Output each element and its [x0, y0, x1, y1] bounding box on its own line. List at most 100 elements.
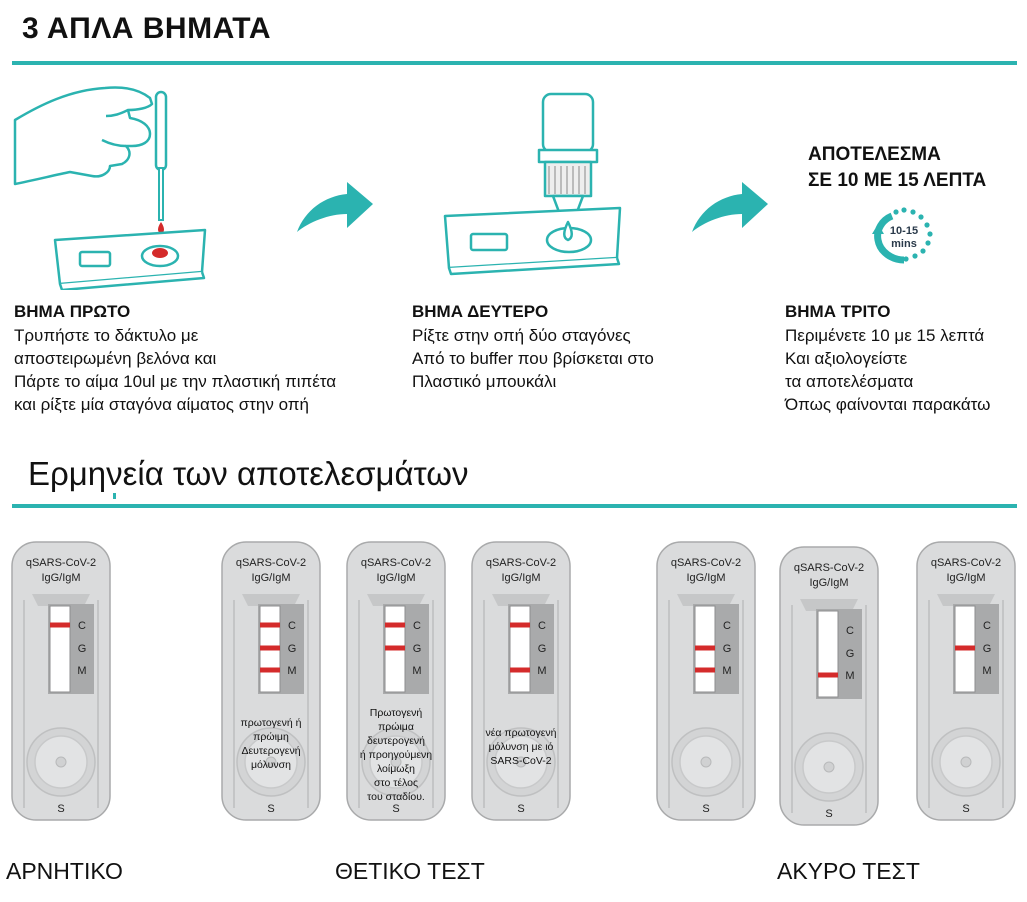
line-label-c: C	[78, 620, 86, 632]
timer-range: 10-15	[890, 225, 918, 237]
interpretation-note: του σταδίου.	[367, 791, 425, 803]
step-1-line: αποστειρωμένη βελόνα και	[14, 349, 217, 368]
line-label-g: G	[288, 643, 297, 655]
category-invalid: ΑΚΥΡΟ ΤΕΣΤ	[777, 858, 920, 884]
line-label-g: G	[413, 643, 422, 655]
interpretation-note: Πρωτογενή	[370, 707, 423, 719]
sample-label: S	[392, 803, 399, 815]
cassette-assay: IgG/IgM	[686, 572, 725, 584]
arrow-right-icon	[692, 182, 768, 232]
line-label-c: C	[413, 620, 421, 632]
interpretation-note: δευτερογενή	[367, 735, 425, 747]
step-1: ΒΗΜΑ ΠΡΩΤΟ Τρυπήστε το δάκτυλο με αποστε…	[14, 302, 336, 416]
interpretation-note: πρώιμη	[253, 731, 289, 743]
result-line-m	[260, 667, 280, 673]
cassette-brand: qSARS-CoV-2	[931, 557, 1001, 569]
step-1-line: και ρίξτε μία σταγόνα αίματος στην οπή	[14, 395, 309, 414]
sample-label: S	[57, 803, 64, 815]
cassette-brand: qSARS-CoV-2	[486, 557, 556, 569]
cassette-brand: qSARS-CoV-2	[26, 557, 96, 569]
step-2-line: Πλαστικό μπουκάλι	[412, 372, 557, 391]
result-line-g	[260, 645, 280, 651]
line-label-g: G	[538, 643, 547, 655]
interpretation-note: στο τέλος	[374, 777, 418, 789]
interpretation-note: νέα πρωτογενή	[485, 727, 556, 739]
result-line-m	[818, 672, 838, 678]
step-1-line: Πάρτε το αίμα 10ul με την πλαστική πιπέτ…	[14, 372, 337, 391]
interpretation-note: Δευτερογενή	[241, 745, 300, 757]
line-label-m: M	[77, 665, 86, 677]
line-label-g: G	[983, 643, 992, 655]
timer-unit: mins	[891, 238, 917, 250]
dropper-bottle-icon	[537, 92, 599, 224]
result-line-g	[385, 645, 405, 651]
timer-icon: 10-15 mins	[872, 207, 933, 264]
result-window	[49, 605, 71, 693]
cassette-brand: qSARS-CoV-2	[671, 557, 741, 569]
result-line-c	[50, 622, 70, 628]
cassette-assay: IgG/IgM	[41, 572, 80, 584]
step-2-title: ΒΗΜΑ ΔΕΥΤΕΡΟ	[412, 302, 549, 321]
result-line-c	[510, 622, 530, 628]
interpretation-note: μόλυνση με ιό	[489, 741, 554, 753]
cassette-brand: qSARS-CoV-2	[794, 562, 864, 574]
interpretation-note: πρώιμα	[378, 721, 414, 733]
cassette-brand: qSARS-CoV-2	[361, 557, 431, 569]
sample-label: S	[267, 803, 274, 815]
interpretation-note: ή προηγούμενη	[360, 749, 432, 761]
line-label-g: G	[78, 643, 87, 655]
result-line-g	[695, 645, 715, 651]
cassette-assay: IgG/IgM	[501, 572, 540, 584]
pipette-icon	[154, 90, 168, 234]
result-heading-line2: ΣΕ 10 ΜΕ 15 ΛΕΠΤΑ	[808, 170, 987, 191]
line-label-m: M	[412, 665, 421, 677]
cassette-brand: qSARS-CoV-2	[236, 557, 306, 569]
line-label-m: M	[722, 665, 731, 677]
result-line-g	[955, 645, 975, 651]
step-3: ΒΗΜΑ ΤΡΙΤΟ Περιμένετε 10 με 15 λεπτά Και…	[785, 302, 990, 416]
line-label-m: M	[537, 665, 546, 677]
step-2: ΒΗΜΑ ΔΕΥΤΕΡΟ Ρίξτε στην οπή δύο σταγόνες…	[412, 302, 654, 393]
line-label-c: C	[983, 620, 991, 632]
line-label-g: G	[723, 643, 732, 655]
result-line-c	[385, 622, 405, 628]
step-1-line: Τρυπήστε το δάκτυλο με	[14, 326, 199, 345]
step-3-title: ΒΗΜΑ ΤΡΙΤΟ	[785, 302, 891, 321]
result-window	[509, 605, 531, 693]
header-divider	[12, 61, 1017, 65]
line-label-c: C	[288, 620, 296, 632]
sample-label: S	[702, 803, 709, 815]
cassette-icon	[53, 228, 207, 290]
hand-icon	[13, 86, 154, 186]
result-line-c	[260, 622, 280, 628]
sample-label: S	[517, 803, 524, 815]
interpretation-note: λοίμωξη	[377, 763, 415, 775]
result-window	[817, 610, 839, 698]
sample-label: S	[962, 803, 969, 815]
page-title: 3 ΑΠΛΑ ΒΗΜΑΤΑ	[22, 12, 272, 45]
line-label-m: M	[845, 670, 854, 682]
interpretation-title: Ερμηνεία των αποτελεσμάτων	[28, 455, 469, 492]
result-heading-line1: ΑΠΟΤΕΛΕΣΜΑ	[808, 144, 941, 165]
line-label-c: C	[846, 625, 854, 637]
category-positive: ΘΕΤΙΚΟ ΤΕΣΤ	[335, 858, 485, 884]
cassette-assay: IgG/IgM	[251, 572, 290, 584]
cassette-icon	[443, 206, 622, 276]
interpretation-note: πρωτογενή ή	[241, 717, 302, 729]
line-label-c: C	[723, 620, 731, 632]
step-3-line: Περιμένετε 10 με 15 λεπτά	[785, 326, 985, 345]
step-3-line: τα αποτελέσματα	[785, 372, 914, 391]
cassette-assay: IgG/IgM	[376, 572, 415, 584]
step1-illustration	[13, 86, 207, 290]
step-3-line: Όπως φαίνονται παρακάτω	[785, 395, 991, 414]
cassette-assay: IgG/IgM	[946, 572, 985, 584]
result-line-m	[695, 667, 715, 673]
step-3-line: Και αξιολογείστε	[785, 349, 908, 368]
interpretation-divider	[12, 504, 1017, 508]
